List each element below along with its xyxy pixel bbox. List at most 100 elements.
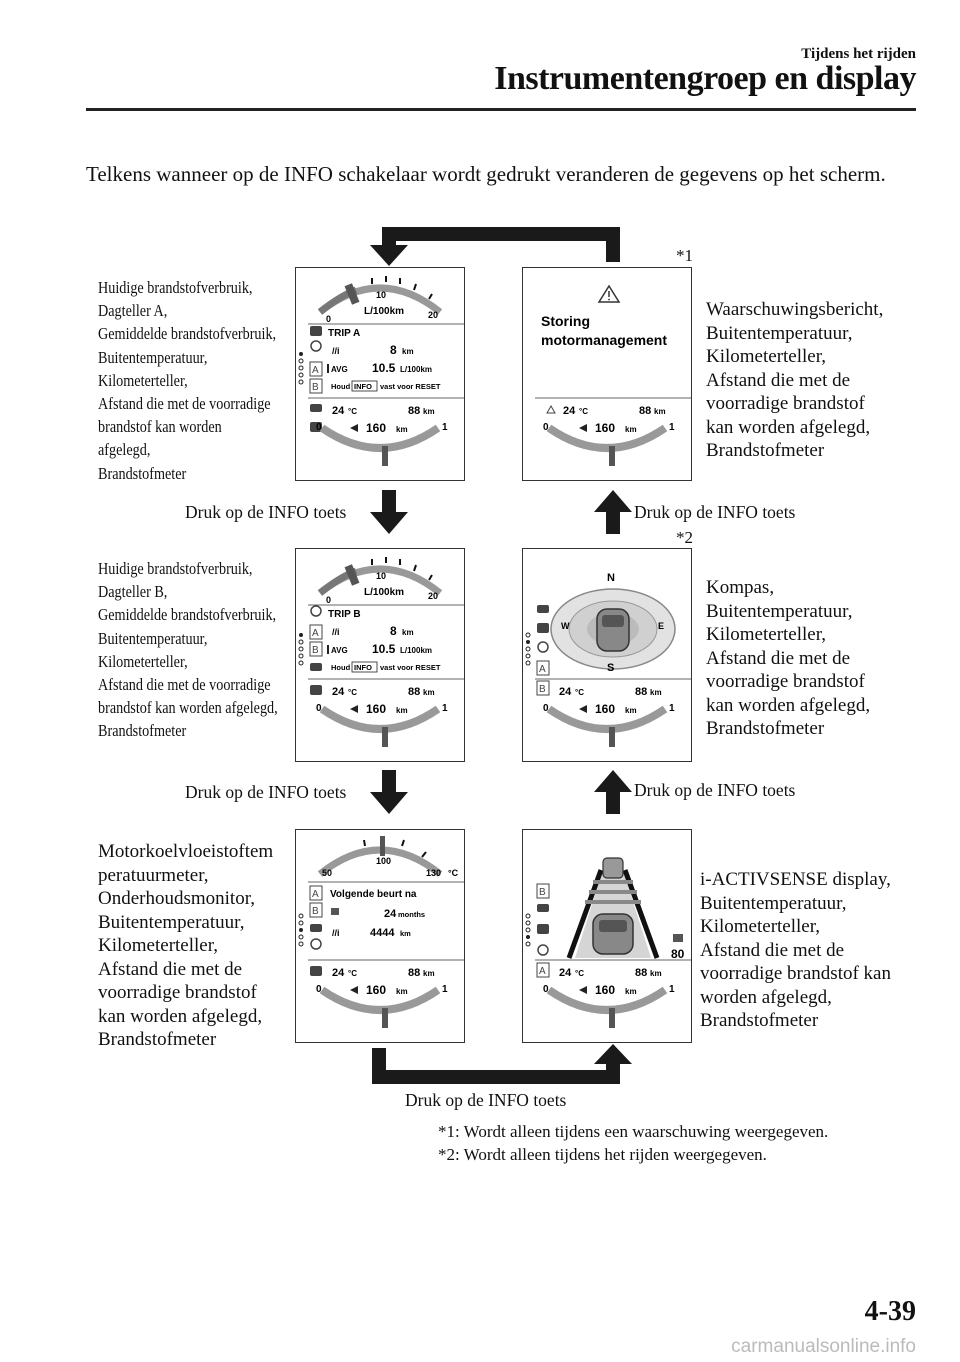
footnote-marker-2: *2	[676, 528, 693, 547]
svg-text:vast voor RESET: vast voor RESET	[380, 382, 441, 391]
press-info-label: Druk op de INFO toets	[634, 502, 796, 522]
fuel-gauge: 0 1 160 km	[316, 421, 448, 466]
svg-text:B: B	[539, 684, 546, 695]
svg-text:km: km	[423, 407, 435, 416]
svg-text:°C: °C	[575, 688, 584, 697]
fuel-gauge: 0 1 160 km	[543, 702, 675, 747]
svg-text:km: km	[402, 628, 414, 637]
coolant-temp-gauge: 50 100 130 °C	[308, 836, 464, 883]
warning-line-2: motormanagement	[541, 332, 667, 348]
svg-text:10.5: 10.5	[372, 642, 396, 656]
trip-value: 8	[390, 343, 397, 357]
fuel-gauge: 0 1 160 km	[543, 983, 675, 1028]
description-compass: Kompas,Buitentemperatuur, Kilometertelle…	[706, 577, 871, 739]
svg-text:1: 1	[669, 984, 675, 995]
trip-title: TRIP A	[328, 328, 360, 339]
svg-text:Houd: Houd	[331, 382, 351, 391]
svg-text:vast voor RESET: vast voor RESET	[380, 663, 441, 672]
arrow-right2-stem	[606, 792, 620, 814]
svg-text:88: 88	[408, 967, 420, 979]
svg-text:1: 1	[442, 984, 448, 995]
section-title: Tijdens het rijden	[801, 46, 916, 62]
screen-compass: A B N E S W 24 °C 88 km 0 1 160 km	[522, 548, 692, 762]
arrow-top-left-stem	[382, 227, 396, 245]
svg-text:km: km	[400, 929, 411, 938]
svg-text:km: km	[654, 407, 666, 416]
svg-text:0: 0	[316, 422, 322, 433]
screen-maintenance: 50 100 130 °C A B Volgende beurt na 24 m…	[295, 829, 465, 1043]
svg-text:1: 1	[442, 422, 448, 433]
range-value: 160	[366, 421, 386, 435]
avg-value: 10.5	[372, 361, 396, 375]
svg-text:160: 160	[366, 983, 386, 997]
chapter-title: Instrumentengroep en display	[494, 60, 916, 97]
watermark: carmanualsonline.info	[731, 1336, 916, 1357]
svg-text:10: 10	[376, 290, 386, 300]
page-dots	[298, 352, 304, 385]
svg-text:0: 0	[543, 703, 549, 714]
arrow-top-bar	[382, 227, 620, 241]
maintenance-title: Volgende beurt na	[330, 889, 417, 900]
svg-text:24: 24	[563, 405, 576, 417]
svg-text:km: km	[650, 969, 662, 978]
arrow-bottom-right-stem	[606, 1062, 620, 1084]
svg-text:24: 24	[559, 686, 572, 698]
svg-text:km: km	[423, 688, 435, 697]
screen-activsense: B A 80 24 °C 88 km 0 1 160 km	[522, 829, 692, 1043]
description-trip-b: Huidige brandstofverbruik,Dagteller B, G…	[98, 559, 278, 741]
svg-text:160: 160	[366, 702, 386, 716]
svg-text:100: 100	[376, 856, 391, 866]
description-activsense: i-ACTIVSENSE display,Buitentemperatuur, …	[700, 869, 891, 1031]
svg-text:AVG: AVG	[331, 646, 348, 655]
svg-text:B: B	[312, 382, 319, 393]
svg-text:km: km	[396, 706, 408, 715]
svg-text:88: 88	[639, 405, 651, 417]
svg-text:L/100km: L/100km	[364, 587, 404, 598]
svg-text:130: 130	[426, 868, 441, 878]
months-value: 24	[384, 908, 397, 920]
svg-text:km: km	[402, 347, 414, 356]
svg-text:INFO: INFO	[354, 663, 372, 672]
svg-text:°C: °C	[348, 969, 357, 978]
svg-text:8: 8	[390, 624, 397, 638]
svg-text:months: months	[398, 910, 425, 919]
side-icons: A B	[536, 605, 550, 696]
svg-text:24: 24	[559, 967, 572, 979]
svg-text:°C: °C	[348, 407, 357, 416]
svg-text:B: B	[539, 887, 546, 898]
fuel-economy-gauge: 0 10 20 L/100km	[308, 276, 464, 325]
footnote-2: *2: Wordt alleen tijdens het rijden weer…	[438, 1145, 767, 1164]
compass-north: N	[607, 572, 615, 584]
svg-text:km: km	[396, 987, 408, 996]
svg-text:L/100km: L/100km	[364, 306, 404, 317]
svg-text://i: //i	[332, 346, 340, 356]
fuel-gauge: 0 1 160 km	[316, 702, 448, 747]
svg-text:A: A	[539, 664, 546, 675]
screen-warning: Storing motormanagement 24 °C 88 km 0 1 …	[522, 267, 692, 481]
svg-text://i: //i	[332, 928, 340, 938]
side-icons: B A	[536, 883, 550, 978]
press-info-label: Druk op de INFO toets	[185, 782, 347, 802]
side-icons: A B	[309, 605, 323, 695]
svg-text:A: A	[539, 966, 546, 977]
svg-text:50: 50	[322, 868, 332, 878]
outside-temp: 24	[332, 405, 345, 417]
svg-text:1: 1	[669, 703, 675, 714]
lane-view	[566, 857, 660, 959]
warning-icon	[597, 284, 621, 303]
svg-text:°C: °C	[448, 868, 459, 878]
arrow-left2-head	[370, 792, 408, 814]
compass-west: W	[561, 621, 570, 631]
odometer: 88	[408, 405, 420, 417]
svg-text:0: 0	[326, 314, 331, 324]
screen-trip-b: 0 10 20 L/100km A B TRIP B //i 8 km AVG …	[295, 548, 465, 762]
footnotes: *1: Wordt alleen tijdens een waarschuwin…	[438, 1120, 828, 1166]
svg-text:24: 24	[332, 967, 345, 979]
svg-text:0: 0	[316, 703, 322, 714]
description-warning: Waarschuwingsbericht,Buitentemperatuur, …	[706, 299, 884, 461]
compass-east: E	[658, 621, 664, 631]
warning-line-1: Storing	[541, 313, 590, 329]
arrow-right1-stem	[606, 512, 620, 534]
svg-text:°C: °C	[579, 407, 588, 416]
svg-text:1: 1	[669, 422, 675, 433]
